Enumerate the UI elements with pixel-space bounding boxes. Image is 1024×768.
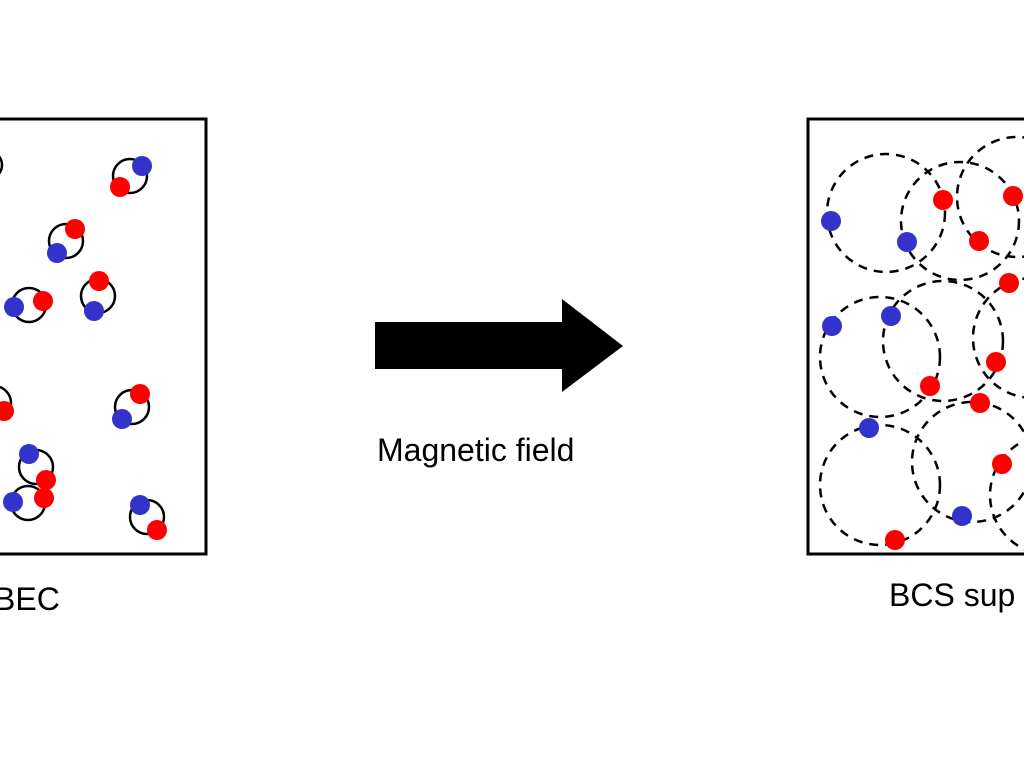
bec-molecules [0, 155, 167, 540]
bec-caption: BEC [0, 581, 60, 617]
bcs-box [806, 117, 1024, 556]
dashed-circle-icon [881, 279, 1005, 403]
dashed-circle-icon [825, 152, 947, 274]
dashed-circle-icon [818, 295, 942, 419]
molecule-pair-icon [0, 385, 14, 421]
molecule-pair-icon [110, 156, 152, 197]
dashed-circle-icon [899, 160, 1021, 282]
magnetic-field-caption: Magnetic field [377, 432, 574, 468]
molecule-pair-icon [17, 444, 56, 490]
dashed-circle-icon [988, 439, 1024, 551]
molecule-pair-icon [0, 155, 4, 175]
molecule-pair-icon [4, 286, 53, 324]
bcs-panel: BCS sup [806, 117, 1024, 613]
right-arrow-icon [375, 299, 623, 392]
dashed-circle-icon [818, 423, 942, 547]
bec-box [0, 117, 208, 556]
cooper-pairs [818, 135, 1024, 551]
molecule-pair-icon [47, 219, 85, 263]
molecule-pair-icon [112, 384, 151, 429]
fermions [821, 186, 1023, 550]
molecule-pair-icon [79, 271, 117, 321]
bcs-caption: BCS sup [889, 577, 1015, 613]
molecule-pair-icon [3, 484, 54, 522]
molecule-pair-icon [128, 495, 167, 540]
dashed-circle-icon [971, 277, 1024, 399]
bec-panel: BEC [0, 117, 208, 617]
